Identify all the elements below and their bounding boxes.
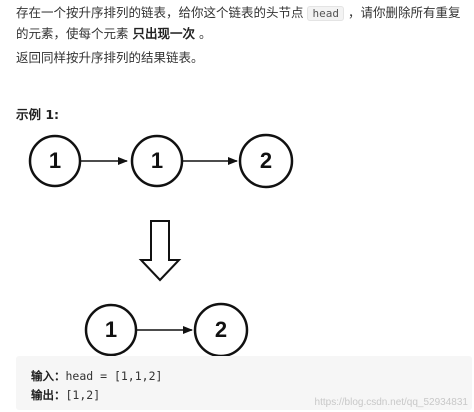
input-node-3: 2: [238, 133, 294, 189]
description-text-end: 。: [195, 26, 212, 41]
input-line: 输入：head = [1,1,2]: [31, 367, 472, 386]
output-label: 输出：: [31, 388, 66, 402]
output-node-1-label: 1: [105, 317, 117, 342]
input-node-2: 1: [130, 134, 184, 188]
output-node-2-label: 2: [215, 317, 227, 342]
transform-arrow-icon: [138, 220, 182, 282]
emphasis-text: 只出现一次: [132, 26, 195, 41]
output-value: [1,2]: [65, 388, 101, 402]
input-node-3-label: 2: [260, 148, 272, 173]
input-node-1-label: 1: [49, 148, 61, 173]
output-line: 输出：[1,2]: [31, 386, 472, 405]
description-text-2: ，请你删除所有重复的元素，使每个元素: [16, 5, 461, 41]
head-inline-code: head: [307, 6, 344, 21]
input-label: 输入：: [31, 369, 66, 383]
return-description: 返回同样按升序排列的结果链表。: [16, 50, 204, 65]
example-io-block: 输入：head = [1,1,2] 输出：[1,2]: [16, 356, 472, 410]
input-node-1: 1: [28, 134, 82, 188]
watermark: https://blog.csdn.net/qq_52934831: [314, 397, 468, 408]
input-node-2-label: 1: [151, 148, 163, 173]
description-text-1: 存在一个按升序排列的链表，给你这个链表的头节点: [16, 5, 308, 20]
input-value: head = [1,1,2]: [65, 369, 163, 383]
output-node-1: 1: [84, 303, 138, 357]
example-heading: 示例 1:: [16, 107, 60, 122]
output-node-2: 2: [193, 302, 249, 358]
problem-description: 存在一个按升序排列的链表，给你这个链表的头节点 head ，请你删除所有重复的元…: [16, 3, 468, 44]
